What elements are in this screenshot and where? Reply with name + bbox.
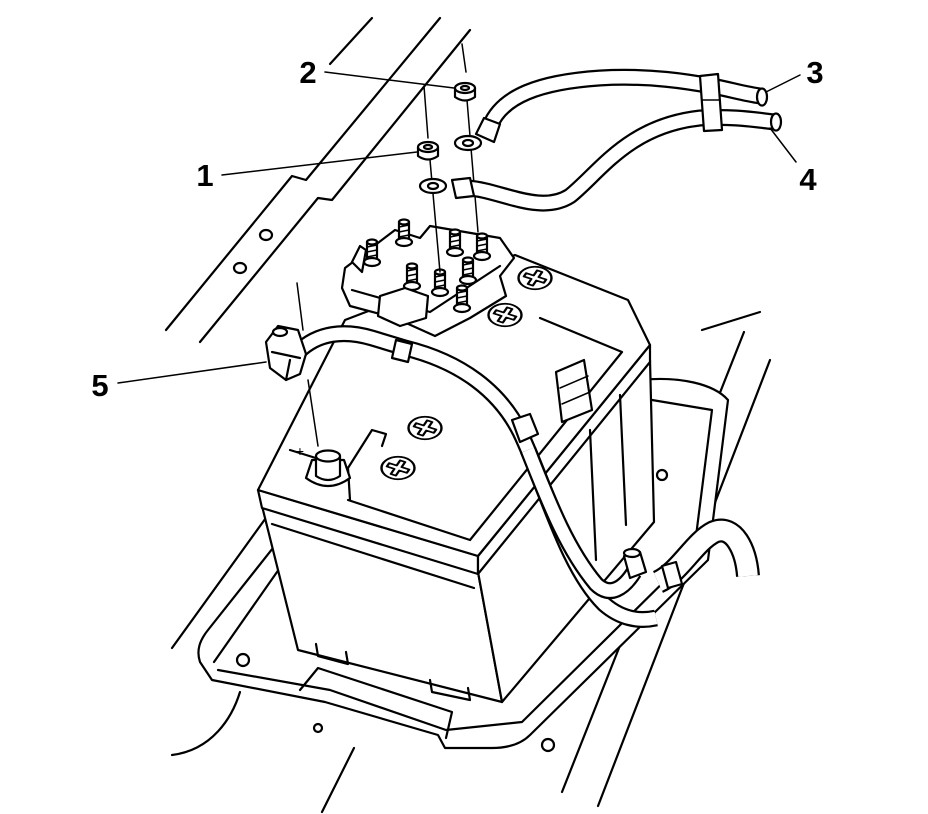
- upper-battery-cable: [453, 68, 769, 152]
- floor-panel-edge: [170, 513, 270, 650]
- clamp-detail: [270, 350, 302, 382]
- cable-clip: [698, 72, 724, 133]
- fuse-block-stud: [458, 256, 478, 286]
- leader-line-3: [765, 74, 801, 93]
- fuse-block-stud: [452, 284, 472, 314]
- fuse-block-stud: [472, 232, 492, 262]
- callout-5: 5: [91, 368, 108, 403]
- battery-harness-connector-detail: [559, 375, 591, 405]
- leader-lines: [117, 71, 801, 384]
- tray-bolt-hole: [655, 468, 669, 482]
- battery-harness-connector: [554, 358, 594, 424]
- floor-panel-hole: [258, 228, 274, 242]
- fuse-block-stud: [430, 268, 450, 298]
- fuse-block: [340, 218, 516, 338]
- battery-front-rib: [270, 522, 476, 590]
- callout-4: 4: [799, 162, 817, 197]
- positive-mark: +: [296, 443, 304, 459]
- floor-panel-edge: [164, 16, 442, 332]
- fuse-block-connector: [376, 286, 430, 328]
- positive-terminal-clamp: [264, 324, 308, 382]
- floor-panel-edge: [320, 746, 356, 814]
- positive-cable-sleeve: [510, 412, 540, 444]
- fuse-block-stud: [445, 228, 465, 258]
- lower-cable-end: [769, 112, 783, 132]
- floor-panel-edge: [700, 310, 762, 332]
- tray-bolt-hole: [540, 737, 556, 753]
- lower-cable-eyelet-hole: [426, 181, 440, 191]
- nut-1-hole: [422, 143, 434, 151]
- leader-line-5: [117, 361, 267, 384]
- tray-bolt-hole: [312, 722, 324, 734]
- stud-axis-lines: [296, 43, 479, 447]
- fuse-block-stud: [402, 262, 422, 292]
- callout-3: 3: [806, 55, 823, 90]
- upper-cable-end: [755, 87, 769, 107]
- upper-cable-body: [484, 71, 761, 129]
- leader-line-2: [324, 71, 455, 89]
- phillips-screw-icon: [487, 302, 523, 328]
- floor-panel-edge: [198, 28, 472, 344]
- phillips-screw-icon: [407, 415, 443, 441]
- positive-terminal-post: [314, 454, 342, 482]
- tray-bolt-hole: [235, 652, 251, 668]
- lower-cable-crimp: [450, 176, 476, 200]
- battery-front-foot: [428, 678, 472, 702]
- clamp-body: [264, 324, 308, 382]
- leader-line-1: [221, 151, 418, 176]
- stud-axis-line-2: [461, 43, 479, 233]
- upper-cable-eyelet-hole: [461, 138, 475, 148]
- battery-lid-raised-panel: [346, 316, 624, 542]
- floor-panel-hole: [232, 261, 248, 275]
- floor-panel-edge: [170, 690, 242, 757]
- floor-panel-edge: [328, 16, 374, 66]
- callout-1: 1: [196, 158, 213, 193]
- hose-clamp: [660, 560, 684, 590]
- phillips-screw-icon: [517, 265, 553, 291]
- battery-right-rib: [588, 393, 628, 562]
- positive-terminal: +: [296, 443, 352, 488]
- lower-cable-outline: [467, 108, 776, 212]
- branch-cable-body: [522, 447, 640, 597]
- upper-cable-crimp: [474, 116, 502, 144]
- lower-cable-body: [467, 111, 776, 210]
- clamp-bolt-head: [271, 326, 289, 338]
- callouts: 1 2 3 4 5: [91, 55, 823, 403]
- stud-axis-line-5: [296, 282, 319, 447]
- positive-cable-sleeve: [390, 338, 414, 364]
- leader-line-4: [769, 127, 797, 163]
- phillips-screw-icon: [380, 455, 416, 481]
- battery-terminal-recess: [288, 428, 388, 502]
- ground-bolt-head: [622, 547, 642, 559]
- fuse-block-stud: [394, 218, 414, 248]
- battery-front-foot: [314, 642, 350, 666]
- nut-1: [416, 140, 440, 161]
- nut-2-hole: [459, 84, 471, 92]
- fuse-block-clip: [350, 244, 368, 274]
- nut-2: [453, 81, 477, 102]
- tray-foot-bracket: [298, 666, 454, 740]
- positive-terminal-post-top: [314, 449, 342, 463]
- callout-2: 2: [299, 55, 316, 90]
- lower-battery-cable: [418, 108, 783, 212]
- positive-battery-cable: [291, 325, 760, 628]
